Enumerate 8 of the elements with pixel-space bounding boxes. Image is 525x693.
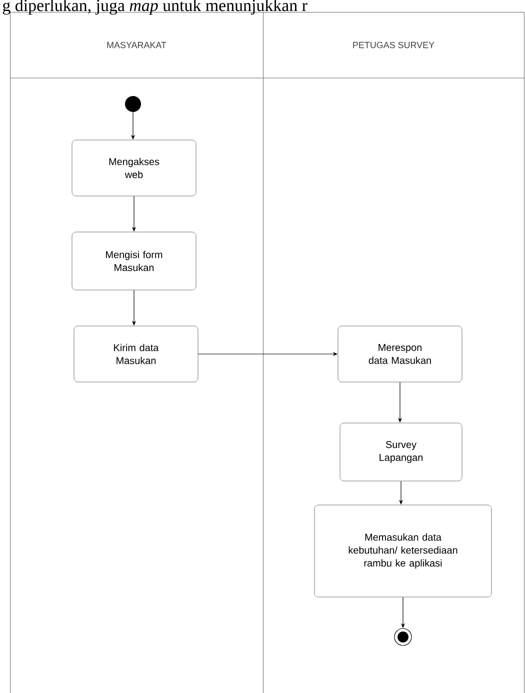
activity-box: Mengisi form Masukan (72, 232, 196, 290)
activity-box: Merespon data Masukan (338, 326, 462, 382)
final-node (394, 628, 412, 646)
activity-box: Survey Lapangan (340, 422, 462, 482)
initial-node (125, 96, 141, 112)
activity-box: Kirim data Masukan (74, 326, 198, 382)
activity-box: Memasukan data kebutuhan/ ketersediaan rambu ke aplikasi (314, 504, 492, 598)
activity-box: Mengakses web (72, 140, 196, 196)
